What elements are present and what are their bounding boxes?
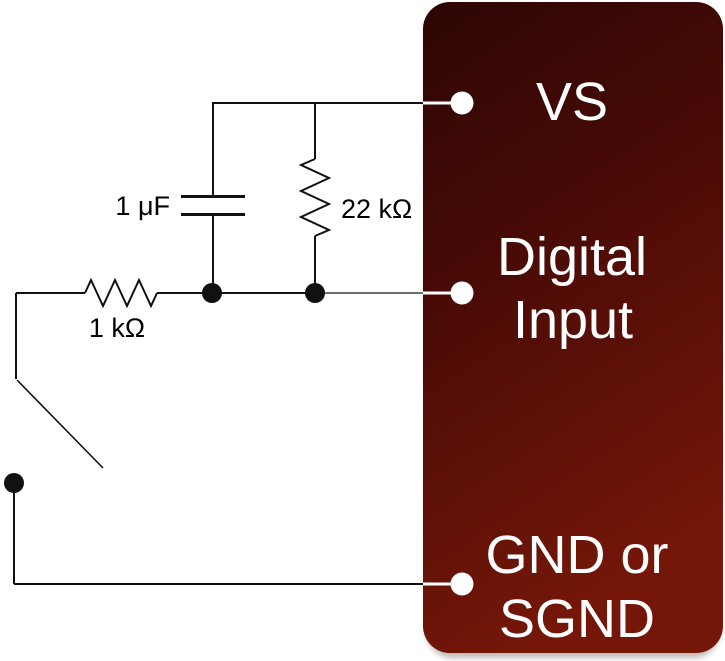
switch-contact-dot bbox=[4, 473, 24, 493]
resistor-22k-label: 22 kΩ bbox=[341, 194, 412, 224]
resistor-1k-symbol bbox=[16, 277, 315, 309]
wires bbox=[13, 102, 424, 585]
switch-arm bbox=[16, 379, 104, 469]
terminal-digital-input bbox=[450, 281, 474, 305]
switch-symbol bbox=[13, 293, 104, 584]
resistor-22k-zigzag bbox=[298, 158, 332, 237]
capacitor-label: 1 μF bbox=[115, 191, 170, 221]
terminal-vs bbox=[450, 91, 474, 115]
pin-labels: VS Digital Input GND or SGND bbox=[485, 72, 668, 649]
junction-dot-resistor bbox=[305, 283, 325, 303]
terminal-gnd bbox=[450, 572, 474, 596]
junction-dot-capacitor bbox=[202, 283, 222, 303]
pin-label-vs: VS bbox=[536, 72, 608, 132]
capacitor-symbol bbox=[181, 103, 245, 293]
component-labels: 1 μF 22 kΩ 1 kΩ bbox=[89, 191, 412, 343]
terminals bbox=[450, 91, 474, 596]
resistor-1k-label: 1 kΩ bbox=[89, 313, 145, 343]
pin-label-gnd-line2: SGND bbox=[499, 589, 655, 649]
junction-dots bbox=[4, 283, 325, 493]
pin-label-gnd-line1: GND or bbox=[485, 525, 668, 585]
device-box bbox=[423, 2, 723, 653]
resistor-22k-symbol bbox=[298, 103, 332, 293]
pin-label-digital-line2: Input bbox=[513, 290, 633, 350]
pin-label-digital-line1: Digital bbox=[497, 227, 647, 287]
resistor-1k-zigzag bbox=[84, 277, 158, 309]
